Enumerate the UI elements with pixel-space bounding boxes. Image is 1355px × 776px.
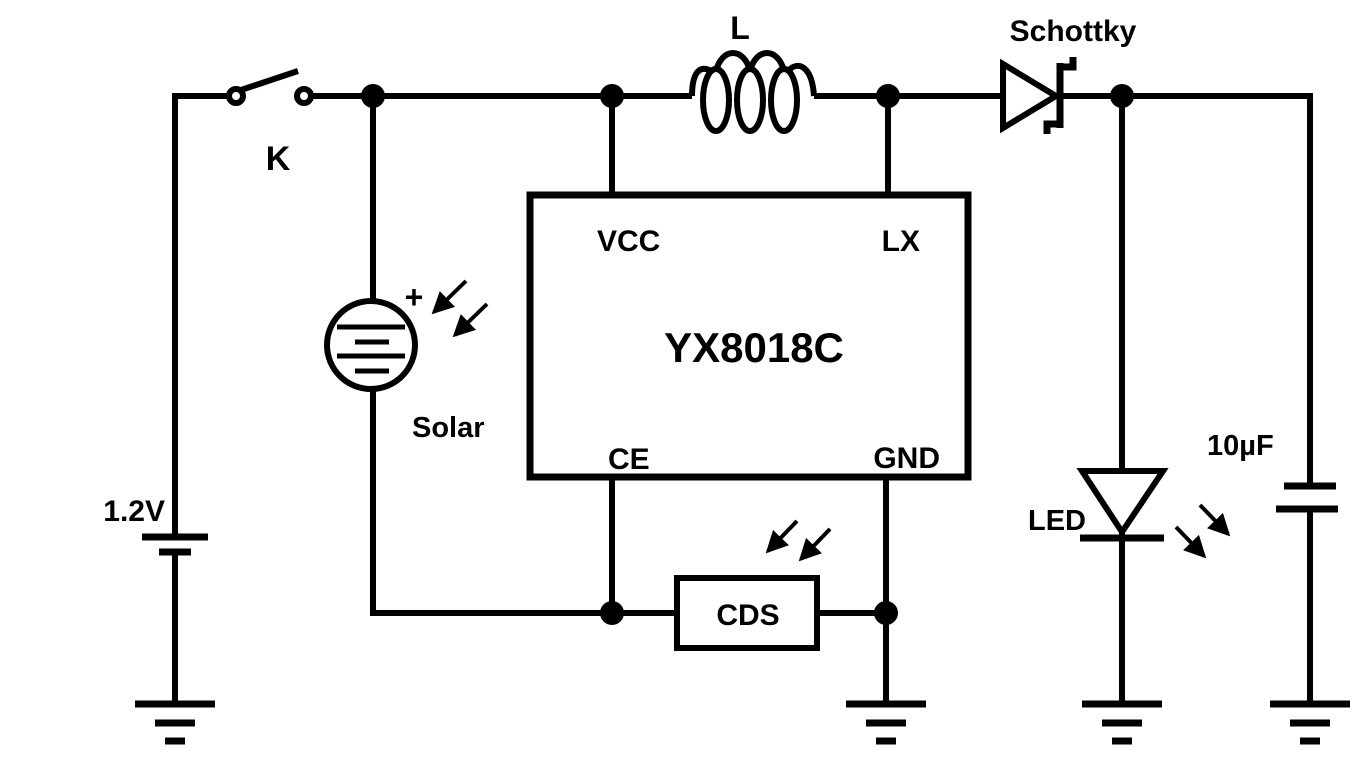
inductor-loop [700,66,732,134]
light-ray-icon [452,302,489,338]
emitted-light-arrows-icon [1174,503,1231,559]
inductor-arc [689,65,713,97]
solar-label: Solar [412,412,485,444]
junction-dot [600,601,624,625]
switch-k: K [226,68,314,178]
inductor-arc [747,50,787,72]
junction-dot [361,84,385,108]
inductor-label: L [730,10,750,46]
junction-dot [876,84,900,108]
solar-cell: + Solar [324,279,489,444]
switch-terminal-left [226,86,246,106]
schottky-diode: Schottky [1000,15,1137,134]
inductor-loop [768,66,800,134]
ic-pin-lx-label: LX [882,225,920,258]
light-ray-icon [798,527,832,562]
ground-ic-icon [846,700,926,745]
led-triangle [1076,468,1169,538]
sunlight-arrows-icon [765,519,832,562]
led-label: LED [1028,505,1086,537]
light-ray-icon [1198,503,1231,537]
switch-lever [240,68,299,93]
solar-polarity-label: + [405,279,424,315]
cds-photoresistor: CDS [674,519,832,651]
ground-battery-icon [135,700,215,745]
battery-label: 1.2V [103,495,165,528]
wires [172,93,1313,704]
ground-symbols [135,700,1350,745]
inductor: L [689,10,817,134]
switch-label: K [266,140,291,178]
capacitor-label: 10µF [1207,430,1274,462]
cds-body [674,575,820,651]
capacitor: 10µF [1207,430,1338,513]
junction-dots [361,84,1134,625]
inductor-arc [713,50,753,72]
ground-capacitor-icon [1270,700,1350,745]
ground-led-icon [1082,700,1162,745]
ic-part-number: YX8018C [664,324,844,371]
ic-pin-gnd-label: GND [873,442,940,475]
ic-pin-vcc-label: VCC [597,225,660,258]
light-ray-icon [431,279,468,315]
sunlight-arrows-icon [431,279,489,338]
battery: 1.2V [103,495,208,556]
solar-cell-circle [324,298,418,392]
ic-pin-ce-label: CE [608,443,650,476]
led: LED [1028,468,1231,559]
schottky-hook-top [1060,57,1077,71]
schottky-hook-bottom [1043,120,1060,134]
schottky-triangle [1000,58,1062,134]
switch-terminal-right [294,86,314,106]
ic-body [526,191,972,481]
light-ray-icon [1174,525,1207,559]
schottky-label: Schottky [1010,15,1137,48]
junction-dot [874,601,898,625]
inductor-arc [785,63,817,97]
light-ray-icon [765,519,799,554]
ic-yx8018c: VCC LX YX8018C CE GND [526,191,972,481]
junction-dot [1110,84,1134,108]
junction-dot [600,84,624,108]
cds-label: CDS [716,599,779,632]
inductor-loop [734,66,766,134]
